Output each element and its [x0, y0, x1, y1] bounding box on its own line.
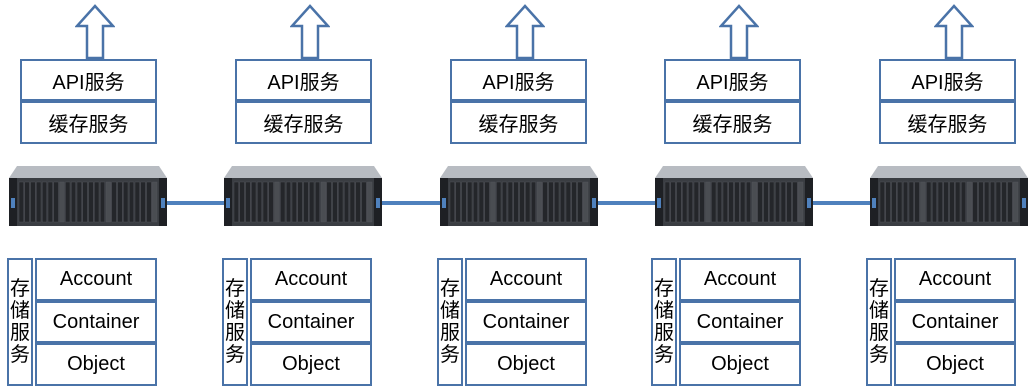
object-box: Object: [35, 343, 157, 386]
account-box: Account: [250, 258, 372, 301]
container-box: Container: [679, 301, 801, 343]
container-box: Container: [465, 301, 587, 343]
api-service-box: API服务: [664, 59, 801, 101]
storage-service-box: 存储服务: [651, 258, 677, 386]
storage-service-box: 存储服务: [222, 258, 248, 386]
object-box: Object: [679, 343, 801, 386]
api-service-box: API服务: [20, 59, 157, 101]
up-arrow-icon: [505, 4, 545, 60]
api-service-box: API服务: [879, 59, 1016, 101]
account-box: Account: [35, 258, 157, 301]
object-box: Object: [894, 343, 1016, 386]
container-box: Container: [35, 301, 157, 343]
cache-service-box: 缓存服务: [20, 101, 157, 144]
rack-server-icon: [655, 166, 813, 226]
up-arrow-icon: [75, 4, 115, 60]
rack-server-icon: [870, 166, 1028, 226]
container-box: Container: [894, 301, 1016, 343]
storage-service-label: 存储服务: [10, 278, 30, 366]
object-box: Object: [465, 343, 587, 386]
up-arrow-icon: [934, 4, 974, 60]
container-box: Container: [250, 301, 372, 343]
account-box: Account: [679, 258, 801, 301]
object-box: Object: [250, 343, 372, 386]
rack-server-icon: [440, 166, 598, 226]
cache-service-box: 缓存服务: [664, 101, 801, 144]
cache-service-box: 缓存服务: [235, 101, 372, 144]
cache-service-box: 缓存服务: [450, 101, 587, 144]
storage-service-label: 存储服务: [225, 278, 245, 366]
rack-server-icon: [224, 166, 382, 226]
storage-service-label: 存储服务: [869, 278, 889, 366]
api-service-box: API服务: [450, 59, 587, 101]
rack-server-icon: [9, 166, 167, 226]
storage-service-label: 存储服务: [654, 278, 674, 366]
up-arrow-icon: [290, 4, 330, 60]
storage-service-box: 存储服务: [437, 258, 463, 386]
api-service-box: API服务: [235, 59, 372, 101]
cache-service-box: 缓存服务: [879, 101, 1016, 144]
up-arrow-icon: [719, 4, 759, 60]
storage-service-box: 存储服务: [7, 258, 33, 386]
account-box: Account: [465, 258, 587, 301]
storage-service-box: 存储服务: [866, 258, 892, 386]
account-box: Account: [894, 258, 1016, 301]
storage-service-label: 存储服务: [440, 278, 460, 366]
